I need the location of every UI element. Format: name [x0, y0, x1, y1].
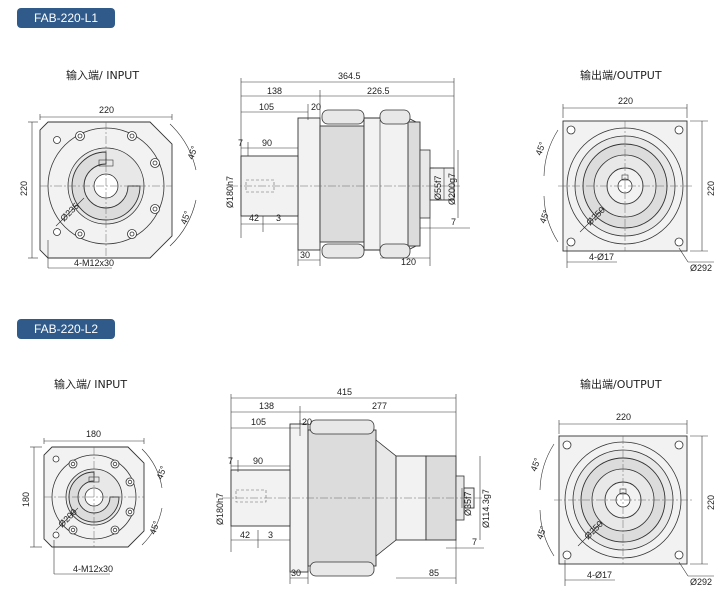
l2-input-height: 180 — [21, 492, 31, 507]
l1-side-3: 3 — [276, 213, 281, 223]
l1-side-dia-shaft: Ø55f7 — [433, 175, 443, 200]
side-view-l1: 364.5 138 226.5 105 20 7 90 42 3 30 120 … — [225, 71, 470, 267]
l2-output-angle-top: 45° — [528, 456, 542, 473]
side-view-l2: 415 138 277 105 20 7 90 42 3 30 85 7 Ø18… — [215, 387, 491, 584]
input-view-l1: 220 220 Ø235 45° 45° 4-M12x30 — [19, 105, 200, 269]
l2-side-277: 277 — [372, 401, 387, 411]
l1-input-angle-bottom: 45° — [178, 209, 192, 226]
l2-side-138: 138 — [259, 401, 274, 411]
l2-input-width: 180 — [86, 429, 101, 439]
l1-side-20: 20 — [311, 102, 321, 112]
l1-input-width: 220 — [99, 105, 114, 115]
l1-input-angle-top: 45° — [185, 144, 199, 161]
model-tag-l2: FAB-220-L2 — [17, 319, 115, 339]
l2-side-dia-shaft: Ø35f7 — [463, 491, 473, 516]
l1-side-7a: 7 — [238, 138, 243, 148]
l1-side-226: 226.5 — [367, 86, 390, 96]
l2-side-7b: 7 — [472, 537, 477, 547]
l2-side-7a: 7 — [228, 456, 233, 466]
input-heading-l1: 输入端/ INPUT — [66, 69, 140, 82]
l2-side-30: 30 — [291, 568, 301, 578]
l2-side-20: 20 — [302, 417, 312, 427]
l1-side-120: 120 — [401, 257, 416, 267]
l1-output-width: 220 — [618, 96, 633, 106]
l2-side-105: 105 — [251, 417, 266, 427]
input-view-l2: 180 180 Ø200 45° 45° 4-M12x30 — [21, 429, 169, 575]
l2-side-90: 90 — [253, 456, 263, 466]
l1-side-90: 90 — [262, 138, 272, 148]
model-tag-l1: FAB-220-L1 — [17, 8, 115, 28]
output-view-l2: 220 220 Ø250 45° 45° 4-Ø17 Ø292 — [528, 412, 716, 587]
l1-output-holes: 4-Ø17 — [589, 252, 614, 262]
l2-output-angle-bottom: 45° — [534, 524, 548, 541]
l1-side-105: 105 — [259, 102, 274, 112]
output-heading-l1: 输出端/OUTPUT — [580, 69, 662, 82]
input-heading-l2: 输入端/ INPUT — [54, 378, 128, 391]
l2-side-42: 42 — [240, 530, 250, 540]
output-heading-l2: 输出端/OUTPUT — [580, 378, 662, 391]
l2-input-bolts: 4-M12x30 — [73, 564, 113, 574]
l2-output-height: 220 — [706, 495, 716, 510]
l1-output-angle-bottom: 45° — [537, 208, 551, 225]
l2-output-holes: 4-Ø17 — [587, 570, 612, 580]
l2-side-3: 3 — [268, 530, 273, 540]
l1-side-30: 30 — [300, 250, 310, 260]
l1-side-dia-input: Ø180h7 — [225, 176, 235, 208]
l1-input-bolts: 4-M12x30 — [74, 258, 114, 268]
l1-output-dia-outer: Ø292 — [690, 263, 712, 273]
l2-side-85: 85 — [429, 568, 439, 578]
l2-output-width: 220 — [616, 412, 631, 422]
l1-side-dia-pilot: Ø200g7 — [447, 173, 457, 205]
l2-input-angle-bottom: 45° — [147, 519, 161, 536]
l2-input-angle-top: 45° — [154, 464, 168, 481]
l1-side-42: 42 — [249, 213, 259, 223]
l2-output-dia-outer: Ø292 — [690, 577, 712, 587]
l1-input-height: 220 — [19, 181, 29, 196]
l2-side-dia-input: Ø180h7 — [215, 493, 225, 525]
l1-output-height: 220 — [706, 181, 716, 196]
l1-side-138: 138 — [267, 86, 282, 96]
l2-side-dia-pilot: Ø114.3g7 — [481, 489, 491, 528]
l1-side-7b: 7 — [451, 217, 456, 227]
l2-side-overall: 415 — [337, 387, 352, 397]
l1-side-overall: 364.5 — [338, 71, 361, 81]
output-view-l1: 220 220 Ø250 45° 45° 4-Ø17 Ø292 — [533, 96, 716, 273]
l1-output-angle-top: 45° — [533, 140, 547, 157]
